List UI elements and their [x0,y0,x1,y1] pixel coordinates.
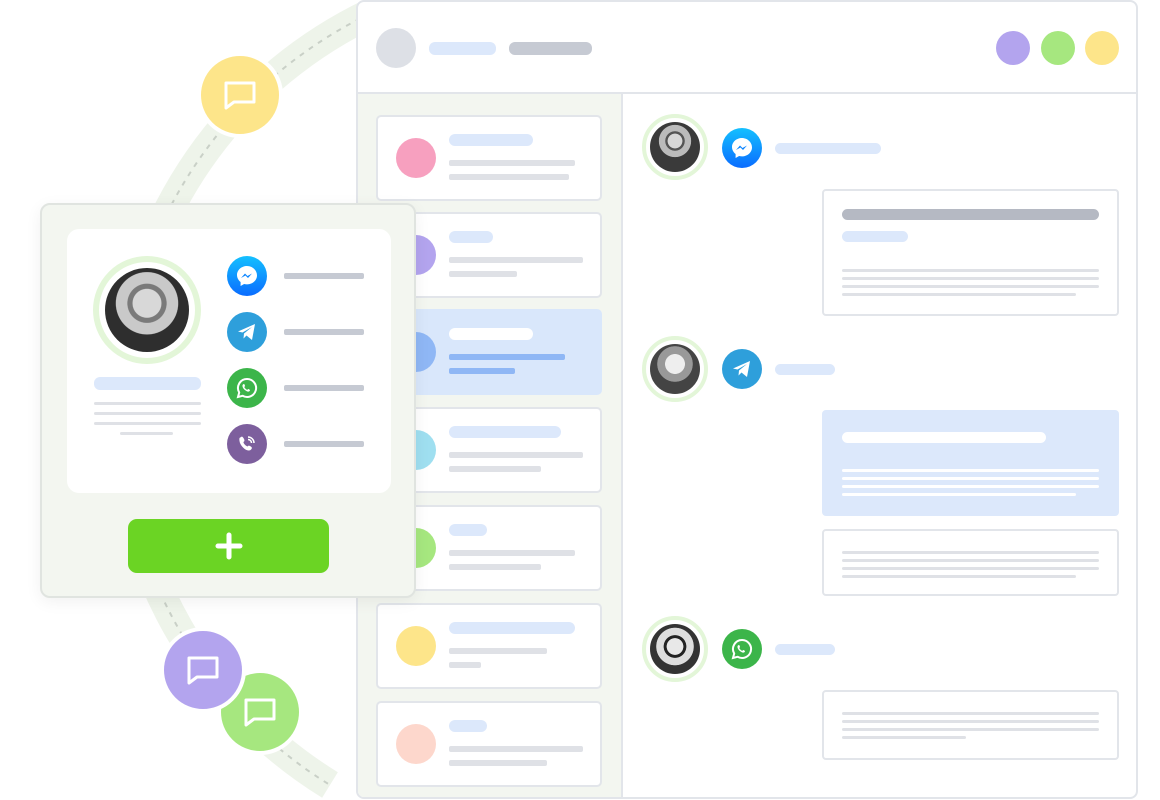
plus-icon [215,532,242,560]
text-placeholder [94,422,201,425]
text-placeholder [842,285,1099,288]
name-placeholder [449,524,487,536]
text-placeholder [842,728,1099,731]
message-tag-placeholder [842,231,908,242]
text-placeholder [449,648,547,654]
name-placeholder [449,328,533,340]
text-placeholder [842,720,1099,723]
message-bubble [822,529,1119,596]
channel-handle-placeholder [284,385,364,391]
channel-handle-placeholder [284,273,364,279]
text-placeholder [842,485,1099,488]
message-bubble-highlighted [822,410,1119,516]
text-placeholder [449,746,583,752]
text-placeholder [842,469,1099,472]
channel-handle-placeholder [284,441,364,447]
name-placeholder [449,231,493,243]
user-avatar[interactable] [376,28,416,68]
message-title-placeholder [842,432,1046,443]
whatsapp-icon[interactable] [227,368,267,408]
chat-icon [224,81,256,110]
header-title-placeholder [429,42,496,55]
text-placeholder [842,575,1076,578]
sender-avatar [642,114,708,180]
telegram-icon[interactable] [227,312,267,352]
add-contact-button[interactable] [128,519,329,573]
text-placeholder [842,559,1099,562]
window-dot-yellow[interactable] [1085,31,1119,65]
header-subtitle-placeholder [509,42,592,55]
text-placeholder [842,293,1076,296]
name-placeholder [449,720,487,732]
text-placeholder [449,564,541,570]
text-placeholder [842,736,966,739]
conversation-item[interactable] [376,701,602,787]
message-bubble [822,189,1119,316]
chat-bubble-yellow [197,52,283,138]
text-placeholder [842,269,1099,272]
chat-icon [244,698,276,727]
sender-name-placeholder [775,644,835,655]
contact-avatar [396,724,436,764]
text-placeholder [842,493,1076,496]
text-placeholder [449,354,565,360]
profile-avatar [93,256,201,364]
name-placeholder [449,134,533,146]
text-placeholder [842,712,1099,715]
profile-details [67,229,391,493]
name-placeholder [449,426,561,438]
contact-profile-card [40,203,416,598]
text-placeholder [842,567,1099,570]
sender-name-placeholder [775,364,835,375]
text-placeholder [449,160,575,166]
text-placeholder [449,550,575,556]
profile-photo [650,122,700,172]
chat-bubble-purple [160,627,246,713]
window-dot-green[interactable] [1041,31,1075,65]
sender-avatar [642,336,708,402]
message-title-placeholder [842,209,1099,220]
text-placeholder [449,452,583,458]
text-placeholder [449,760,547,766]
text-placeholder [449,466,541,472]
text-placeholder [449,271,517,277]
whatsapp-icon [722,629,762,669]
conversation-item[interactable] [376,115,602,201]
text-placeholder [94,402,201,405]
profile-photo [105,268,189,352]
text-placeholder [842,277,1099,280]
window-header [358,2,1136,94]
profile-photo [650,624,700,674]
conversation-list [358,94,623,797]
window-dot-purple[interactable] [996,31,1030,65]
text-placeholder [449,174,569,180]
channel-handle-placeholder [284,329,364,335]
profile-photo [650,344,700,394]
conversation-item[interactable] [376,603,602,689]
sender-name-placeholder [775,143,881,154]
text-placeholder [842,551,1099,554]
telegram-icon [722,349,762,389]
contact-avatar [396,626,436,666]
sender-avatar [642,616,708,682]
inbox-window [356,0,1138,799]
text-placeholder [449,662,481,668]
viber-icon[interactable] [227,424,267,464]
profile-name-placeholder [94,377,201,390]
message-bubble [822,690,1119,760]
text-placeholder [449,368,515,374]
name-placeholder [449,622,575,634]
text-placeholder [842,477,1099,480]
text-placeholder [94,412,201,415]
text-placeholder [120,432,173,435]
text-placeholder [449,257,583,263]
contact-avatar [396,138,436,178]
messenger-icon[interactable] [227,256,267,296]
chat-icon [187,656,219,685]
messenger-icon [722,128,762,168]
